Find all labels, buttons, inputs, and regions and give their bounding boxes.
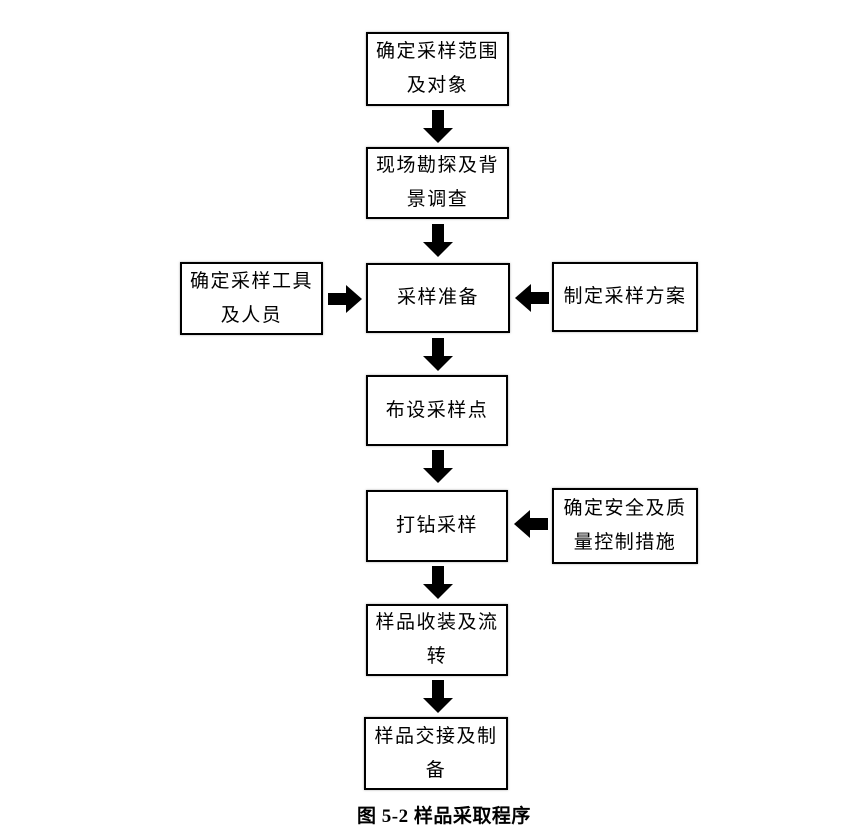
flow-node-sample-packing: 样品收装及流 转 <box>366 604 508 676</box>
flow-node-label: 样品交接及制 备 <box>374 725 498 781</box>
flow-node-site-survey: 现场勘探及背 景调查 <box>366 147 509 219</box>
arrow-right-icon <box>328 285 362 313</box>
flow-node-label: 采样准备 <box>396 287 479 308</box>
flow-node-label: 布设采样点 <box>385 399 489 421</box>
flow-node-tools-personnel: 确定采样工具 及人员 <box>180 262 323 335</box>
arrow-down-icon <box>423 680 453 713</box>
figure-caption: 图 5-2 样品采取程序 <box>357 806 531 827</box>
flow-node-label: 确定采样范围 及对象 <box>375 41 499 96</box>
flow-node-label: 确定安全及质 量控制措施 <box>563 498 687 553</box>
flow-node-label: 制定采样方案 <box>563 286 687 307</box>
flow-node-drilling: 打钻采样 <box>366 490 508 562</box>
flow-node-sample-handover: 样品交接及制 备 <box>364 717 508 790</box>
flow-node-label: 现场勘探及背 景调查 <box>375 155 499 210</box>
arrow-down-icon <box>423 566 453 599</box>
flow-node-sampling-plan: 制定采样方案 <box>552 262 698 332</box>
arrow-left-icon <box>515 284 549 312</box>
flow-node-sampling-prep: 采样准备 <box>366 263 510 333</box>
arrow-down-icon <box>423 338 453 371</box>
flow-node-label: 确定采样工具 及人员 <box>189 270 313 326</box>
arrow-down-icon <box>423 450 453 483</box>
flow-node-safety-quality: 确定安全及质 量控制措施 <box>552 488 698 564</box>
flow-node-label: 样品收装及流 转 <box>375 612 499 667</box>
arrow-down-icon <box>423 224 453 257</box>
flow-node-label: 打钻采样 <box>395 515 478 536</box>
flow-node-define-scope: 确定采样范围 及对象 <box>366 32 509 106</box>
flow-node-layout-points: 布设采样点 <box>366 375 508 446</box>
arrow-left-icon <box>514 510 548 538</box>
arrow-down-icon <box>423 110 453 143</box>
